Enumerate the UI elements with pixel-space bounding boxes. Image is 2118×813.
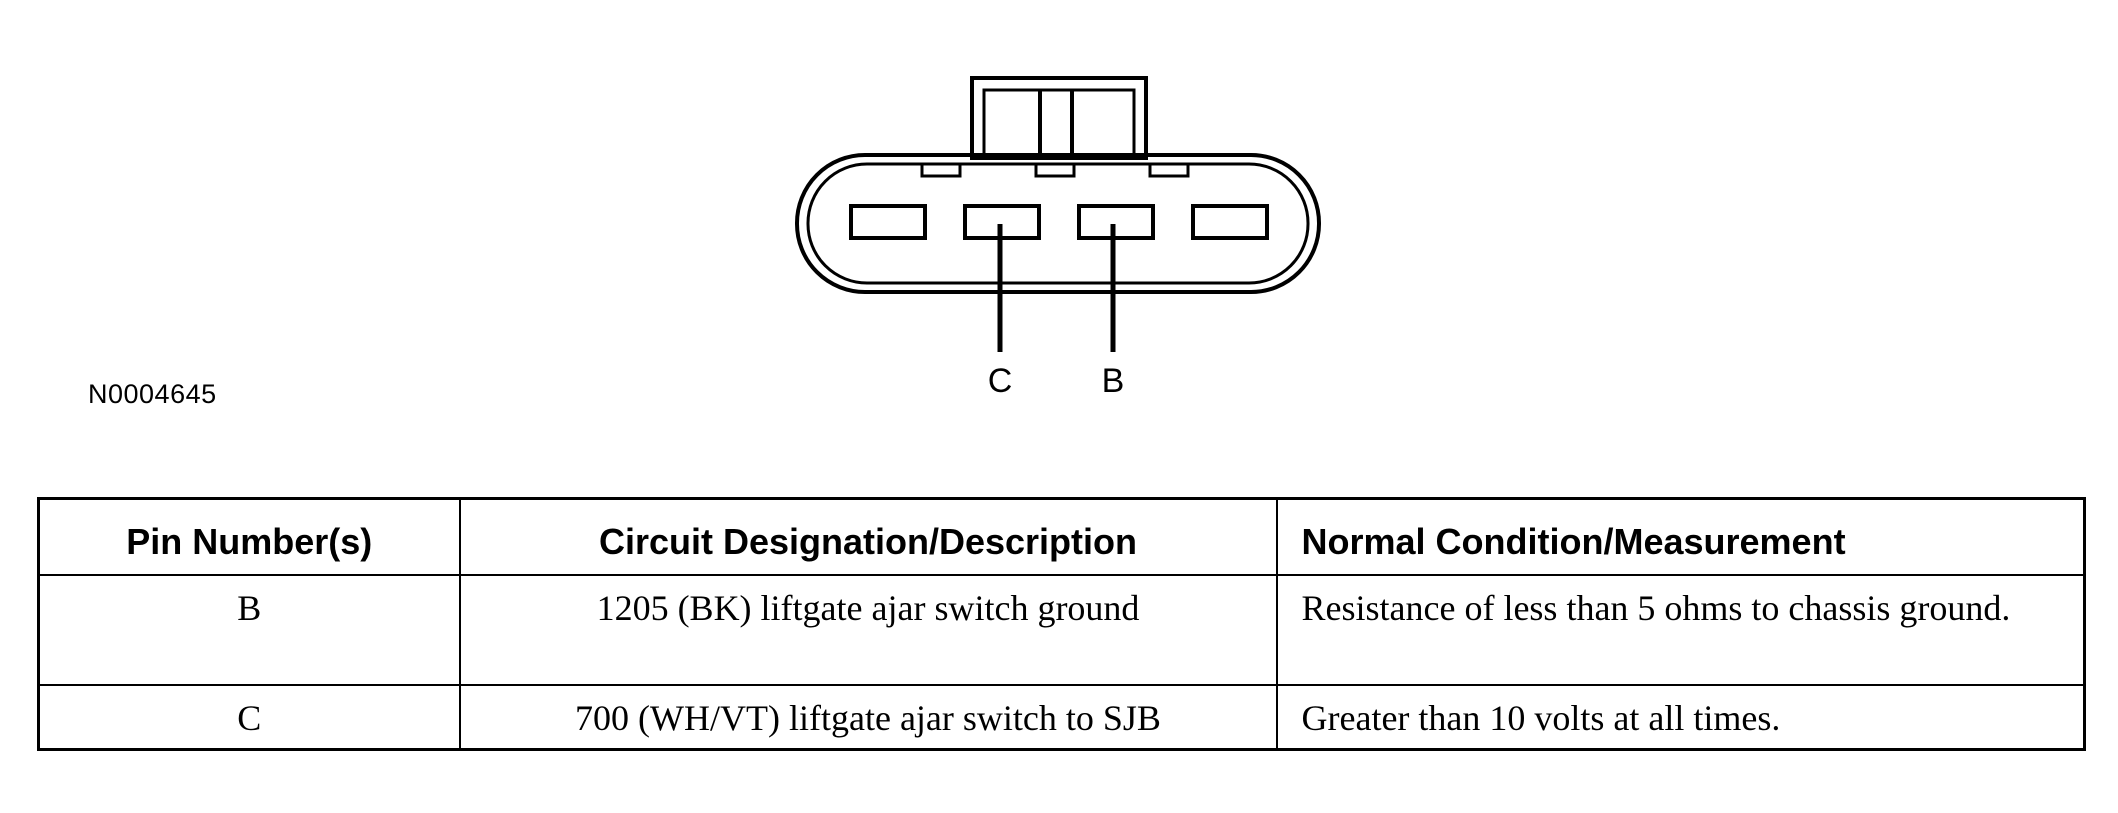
normal-condition-cell: Greater than 10 volts at all times. xyxy=(1275,684,2086,751)
terminal-cavity-3 xyxy=(1077,204,1155,240)
terminal-cavity-4 xyxy=(1191,204,1269,240)
connector-terminals xyxy=(849,204,1269,240)
pin-number-cell: C xyxy=(37,684,461,751)
normal-condition-cell: Resistance of less than 5 ohms to chassi… xyxy=(1275,574,2086,686)
pin-table: Pin Number(s) Circuit Designation/Descri… xyxy=(37,497,2086,751)
terminal-cavity-1 xyxy=(849,204,927,240)
connector-key-notches xyxy=(920,162,1190,178)
pin-label-c: C xyxy=(988,362,1013,400)
circuit-description-cell: 1205 (BK) liftgate ajar switch ground xyxy=(458,574,1278,686)
pin-number-cell: B xyxy=(37,574,461,686)
header-circuit-description: Circuit Designation/Description xyxy=(458,497,1278,576)
diagram-reference-code: N0004645 xyxy=(88,379,217,409)
table-row: B 1205 (BK) liftgate ajar switch ground … xyxy=(37,574,2086,686)
pin-label-b: B xyxy=(1102,362,1125,400)
header-normal-condition: Normal Condition/Measurement xyxy=(1275,497,2086,576)
pin-leader-lines xyxy=(997,224,1116,352)
table-row: C 700 (WH/VT) liftgate ajar switch to SJ… xyxy=(37,684,2086,751)
table-header-row: Pin Number(s) Circuit Designation/Descri… xyxy=(37,497,2086,576)
circuit-description-cell: 700 (WH/VT) liftgate ajar switch to SJB xyxy=(458,684,1278,751)
connector-face-diagram: C B xyxy=(795,76,1321,400)
header-pin-number: Pin Number(s) xyxy=(37,497,461,576)
connector-latch xyxy=(970,76,1148,160)
